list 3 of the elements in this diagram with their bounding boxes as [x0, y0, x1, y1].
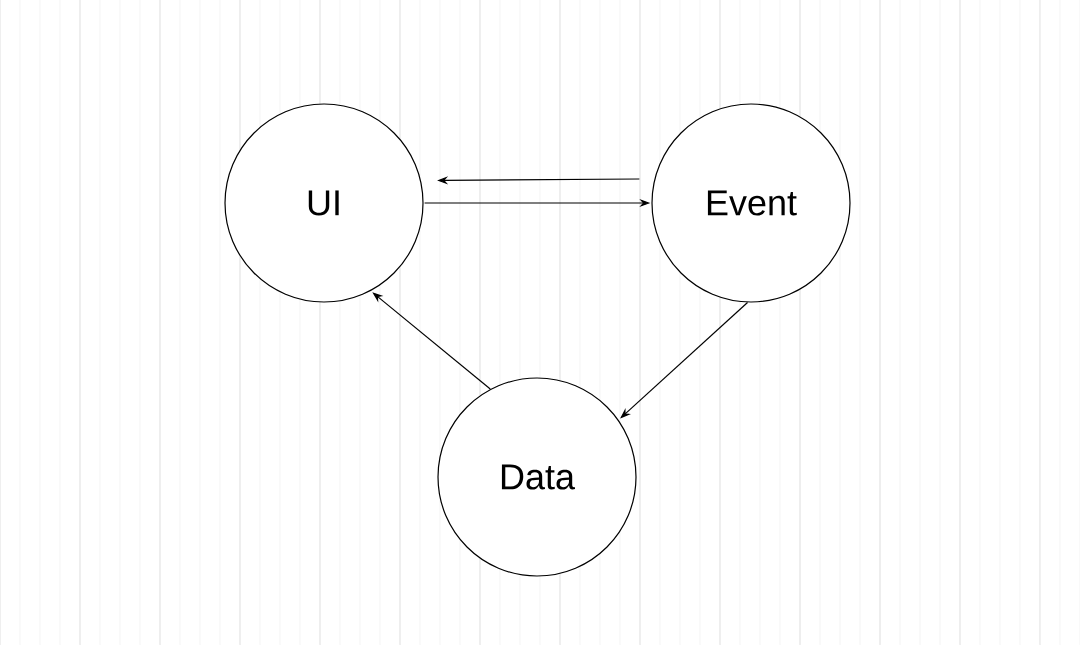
circle-node: UI	[224, 103, 424, 303]
circle-node: Data	[437, 377, 637, 577]
circle-node: Event	[651, 103, 851, 303]
